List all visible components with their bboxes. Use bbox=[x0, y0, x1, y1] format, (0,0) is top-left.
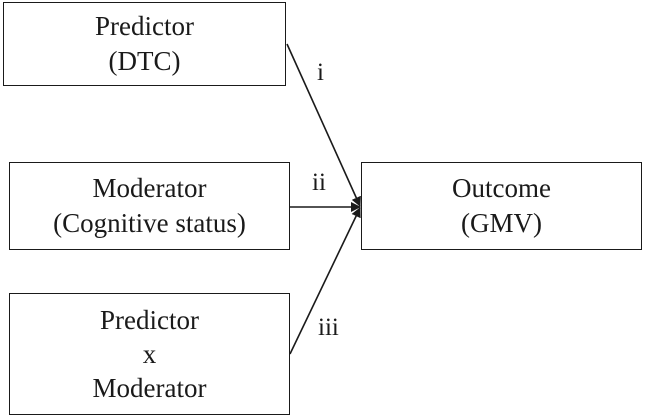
outcome-sublabel: (GMV) bbox=[461, 208, 542, 238]
moderator-box: Moderator (Cognitive status) bbox=[9, 162, 290, 250]
predictor-sublabel: (DTC) bbox=[108, 46, 181, 76]
predictor-label: Predictor bbox=[95, 11, 194, 41]
path-label-ii: ii bbox=[312, 169, 326, 196]
interaction-box: Predictor x Moderator bbox=[9, 293, 290, 415]
path-label-i: i bbox=[317, 59, 324, 86]
outcome-box: Outcome (GMV) bbox=[361, 162, 642, 250]
outcome-label: Outcome bbox=[452, 173, 551, 203]
predictor-box: Predictor (DTC) bbox=[3, 2, 286, 86]
interaction-label-moderator: Moderator bbox=[92, 373, 207, 403]
moderator-sublabel: (Cognitive status) bbox=[53, 208, 246, 238]
moderator-label: Moderator bbox=[92, 173, 207, 203]
path-label-iii: iii bbox=[318, 314, 339, 341]
interaction-label-predictor: Predictor bbox=[100, 305, 199, 335]
interaction-label-x: x bbox=[142, 339, 157, 369]
